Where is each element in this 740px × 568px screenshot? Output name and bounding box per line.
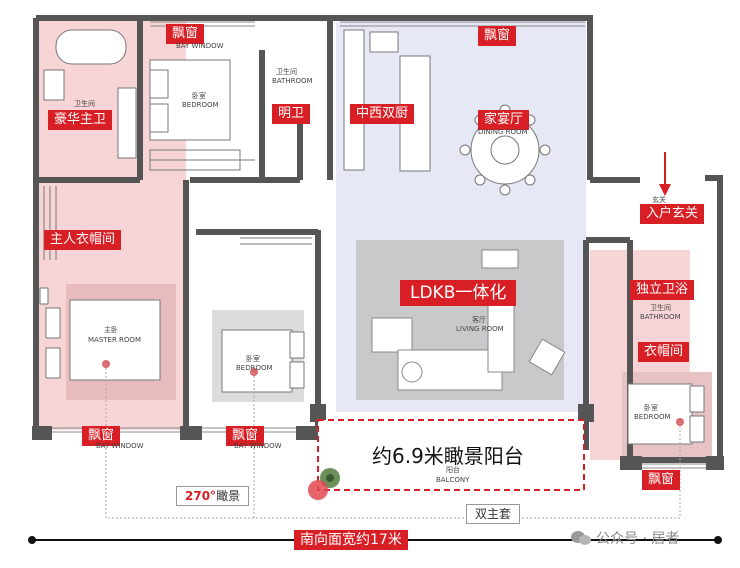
entry-arrow-head — [659, 184, 671, 196]
balcony-outline — [317, 419, 585, 491]
living-furniture — [371, 249, 566, 391]
label-bedroom-right-en: BEDROOM — [634, 413, 671, 421]
label-dining-en: DINING ROOM — [478, 128, 528, 136]
label-entry-cn: 玄关 — [652, 196, 666, 204]
tag-dining-window: 飘窗 — [478, 26, 517, 46]
master-bed — [39, 287, 161, 381]
tag-entry: 入户玄关 — [640, 204, 705, 224]
tag-master-window: 飘窗 — [82, 426, 121, 446]
dual-master-label: 双主套 — [466, 504, 521, 524]
view-angle-number: 270° — [185, 489, 217, 503]
bedroom-right-bed — [627, 383, 705, 445]
label-bedroom-top-en: BEDROOM — [182, 101, 219, 109]
label-master-bath-cn: 卫生间 — [74, 100, 95, 108]
tag-bay-window-top: 飘窗 — [166, 24, 205, 44]
tag-master-bath: 豪华主卫 — [48, 110, 113, 130]
frontage-end-right — [714, 536, 722, 544]
label-bedroom-top-cn: 卧室 — [192, 92, 206, 100]
label-bedroom-mid-window-en: BAY WINDOW — [234, 442, 282, 450]
kitchen-fixtures — [343, 29, 431, 172]
tag-bright-bath: 明卫 — [272, 104, 311, 124]
label-bedroom-mid-cn: 卧室 — [246, 355, 260, 363]
tag-mid-window: 飘窗 — [226, 426, 265, 446]
balcony-title: 约6.9米瞰景阳台 — [372, 444, 524, 468]
wechat-icon — [571, 531, 591, 545]
label-master-room-en: MASTER ROOM — [88, 336, 141, 344]
bedroom-top-bed — [149, 59, 241, 171]
view-point-marker — [308, 480, 328, 500]
label-bathroom-small-en: BATHROOM — [272, 77, 313, 85]
label-balcony-en: BALCONY — [436, 476, 470, 484]
label-bedroom-right-cn: 卧室 — [644, 404, 658, 412]
view-angle-text: 瞰景 — [216, 489, 241, 503]
tag-right-window: 飘窗 — [642, 470, 681, 490]
tag-closet-right: 衣帽间 — [638, 342, 690, 362]
label-balcony-cn: 阳台 — [446, 466, 460, 474]
label-master-room-cn: 主卧 — [104, 326, 118, 334]
label-bath-right-cn: 卫生间 — [650, 304, 671, 312]
wall-caps — [32, 404, 724, 470]
master-bath-fixtures — [43, 29, 137, 159]
label-bath-right-en: BATHROOM — [640, 313, 681, 321]
label-bedroom-mid-en: BEDROOM — [236, 364, 273, 372]
tag-kitchen: 中西双厨 — [350, 104, 415, 124]
tag-frontage: 南向面宽约17米 — [294, 530, 408, 550]
dining-table — [459, 104, 551, 196]
label-master-window-en: BAY WINDOW — [96, 442, 144, 450]
tag-bath-right: 独立卫浴 — [630, 280, 695, 300]
tag-ldkb: LDKB一体化 — [400, 280, 517, 306]
label-living-cn: 客厅 — [472, 316, 486, 324]
tag-master-closet: 主人衣帽间 — [44, 230, 122, 250]
tag-dining: 家宴厅 — [478, 110, 530, 130]
label-bay-window-top-en: BAY WINDOW — [176, 42, 224, 50]
view-angle-label: 270°瞰景 — [176, 486, 250, 506]
bedroom-mid-bed — [221, 329, 305, 393]
watermark-text: 公众号 · 居者 — [596, 531, 680, 547]
frontage-end-left — [28, 536, 36, 544]
label-bathroom-small-cn: 卫生间 — [276, 68, 297, 76]
label-living-en: LIVING ROOM — [456, 325, 504, 333]
